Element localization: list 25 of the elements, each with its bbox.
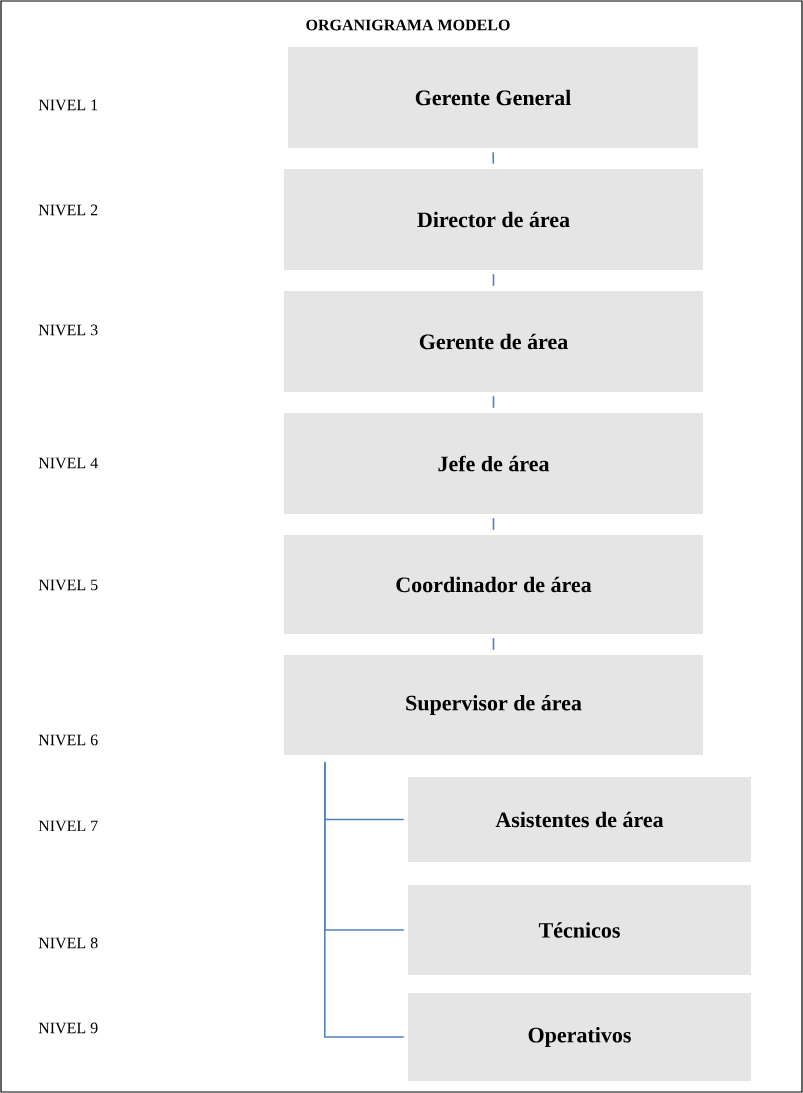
connector-line [492,151,495,165]
level-label: NIVEL 6 [38,734,98,746]
title: ORGANIGRAMA MODELO [306,19,510,31]
position-box: Gerente de área [284,291,703,392]
position-box: Técnicos [408,885,751,975]
level-label: NIVEL 3 [38,324,98,336]
connector-line [324,761,405,1038]
connector-line [492,395,495,409]
connector-line [492,637,495,651]
position-box: Gerente General [288,47,698,148]
level-label: NIVEL 1 [38,99,98,111]
level-label: NIVEL 7 [38,820,98,832]
level-label: NIVEL 2 [38,204,98,216]
position-box: Coordinador de área [284,535,703,634]
connector-line [492,273,495,287]
level-label: NIVEL 8 [38,937,98,949]
level-label: NIVEL 4 [38,457,98,469]
connector-line [492,517,495,531]
position-box: Jefe de área [284,413,703,514]
position-box: Operativos [408,993,751,1081]
position-box: Director de área [284,169,703,270]
level-label: NIVEL 5 [38,579,98,591]
position-box: Supervisor de área [284,655,703,755]
level-label: NIVEL 9 [38,1022,98,1034]
position-box: Asistentes de área [408,777,751,862]
